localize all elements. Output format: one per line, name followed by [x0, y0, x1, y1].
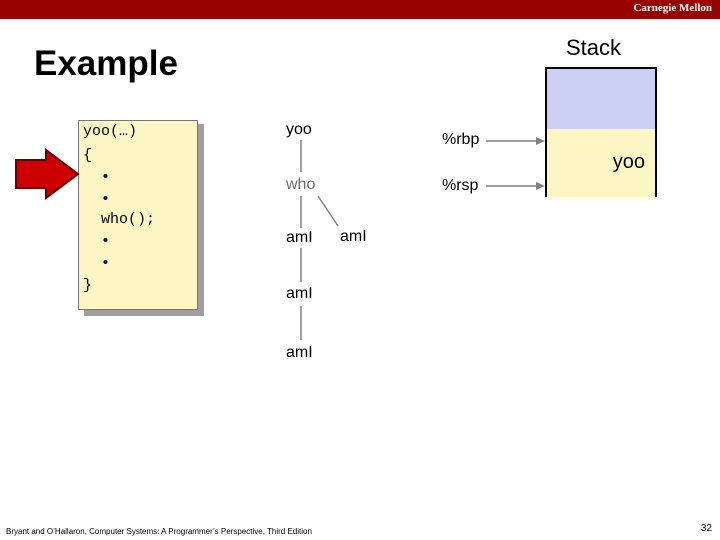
rsp-arrowhead	[536, 182, 545, 190]
tree-node-yoo: yoo	[286, 121, 312, 138]
stack-frame-label: yoo	[612, 151, 645, 173]
code-line: {	[83, 147, 93, 164]
stack-label: Stack	[566, 35, 622, 60]
title-bar: Carnegie Mellon	[0, 0, 720, 19]
rbp-arrowhead	[536, 137, 545, 145]
register-rbp: %rbp	[442, 131, 480, 148]
stack-upper-region	[545, 67, 657, 131]
footer-citation: Bryant and O’Hallaron, Computer Systems:…	[6, 527, 312, 536]
code-line: }	[83, 277, 93, 294]
code-box: yoo(…) { • • who(); • • }	[78, 120, 198, 310]
current-line-arrow	[15, 148, 80, 200]
tree-node-ami: amI	[286, 285, 313, 302]
slide-title: Example	[34, 44, 178, 83]
page-number: 32	[700, 523, 712, 534]
register-rsp: %rsp	[442, 177, 479, 194]
tree-node-ami: amI	[286, 344, 313, 361]
tree-node-ami: amI	[340, 228, 367, 245]
code-line: •	[83, 191, 111, 208]
code-line: •	[83, 233, 111, 250]
org-name: Carnegie Mellon	[633, 2, 712, 14]
code-line: •	[83, 255, 111, 272]
code-line: yoo(…)	[83, 123, 138, 140]
tree-node-ami: amI	[286, 229, 313, 246]
edge-who-ami-right	[317, 195, 339, 227]
code-line: who();	[83, 211, 156, 228]
stack-frame-yoo: yoo	[545, 129, 657, 197]
code-line: •	[83, 169, 111, 186]
tree-node-who: who	[286, 176, 316, 193]
